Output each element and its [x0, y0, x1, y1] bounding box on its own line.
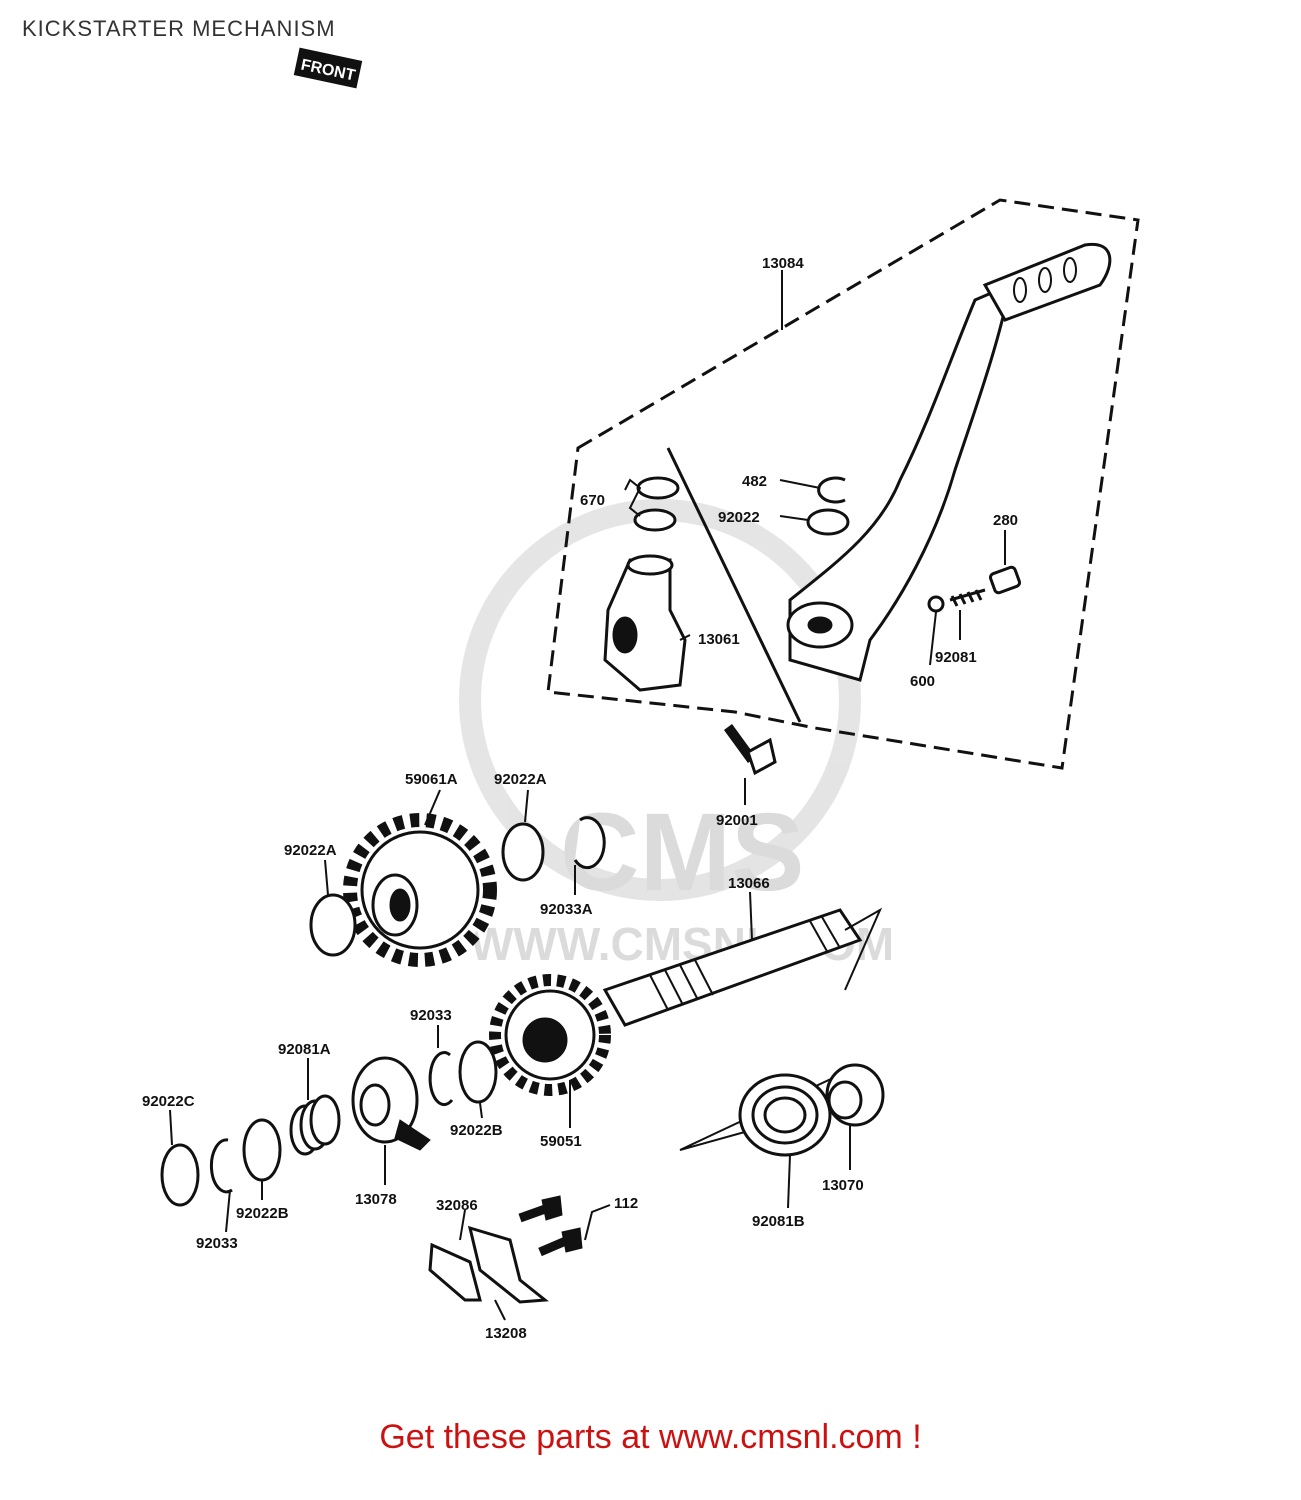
label-59061A: 59061A — [405, 771, 458, 788]
label-112: 112 — [614, 1195, 638, 1212]
label-92033-low: 92033 — [196, 1235, 238, 1252]
label-92022: 92022 — [718, 509, 760, 526]
leader-lines — [169, 270, 1006, 1321]
label-92033A: 92033A — [540, 901, 593, 918]
washer-92022B-mid — [458, 1040, 498, 1104]
label-59051: 59051 — [540, 1133, 582, 1150]
washer-92022C — [160, 1143, 200, 1207]
label-92022B-low: 92022B — [236, 1205, 289, 1222]
label-92022A-top: 92022A — [494, 771, 547, 788]
label-92022C: 92022C — [142, 1093, 195, 1110]
label-92081A: 92081A — [278, 1041, 331, 1058]
label-92001: 92001 — [716, 812, 758, 829]
label-482: 482 — [742, 473, 767, 490]
bolts-112 — [518, 1195, 583, 1257]
circlip-670-upper — [636, 476, 680, 500]
circlip-92033-mid — [428, 1051, 454, 1107]
label-13084: 13084 — [762, 255, 804, 272]
plates-13208 — [428, 1225, 549, 1304]
label-13208: 13208 — [485, 1325, 527, 1342]
spring-holder-13070 — [825, 1063, 885, 1127]
washer-92022A-left — [309, 893, 357, 957]
label-13070: 13070 — [822, 1177, 864, 1194]
label-92081B: 92081B — [752, 1213, 805, 1230]
kick-pedal-arm — [786, 242, 1112, 682]
label-13061: 13061 — [698, 631, 740, 648]
label-670: 670 — [580, 492, 605, 509]
circlip-670-lower — [633, 508, 677, 532]
footer-shop-link[interactable]: Get these parts at www.cmsnl.com ! — [379, 1418, 922, 1456]
circlip-482 — [817, 476, 846, 504]
front-direction-marker: FRONT — [293, 47, 363, 89]
pedal-pivot-boss — [603, 554, 687, 692]
label-92022B-mid: 92022B — [450, 1122, 503, 1139]
label-92022A-left: 92022A — [284, 842, 337, 859]
label-92033-mid: 92033 — [410, 1007, 452, 1024]
return-spring-92081B — [738, 1073, 832, 1157]
kick-shaft-13066 — [602, 908, 863, 1027]
circlip-92033-low — [209, 1138, 233, 1194]
circlip-92033A — [573, 816, 606, 870]
washer-92022 — [806, 508, 850, 536]
ratchet-13078 — [351, 1056, 431, 1151]
gear-59051 — [489, 974, 611, 1096]
gear-59061A — [343, 813, 497, 967]
label-600: 600 — [910, 673, 935, 690]
washer-92022B-low — [242, 1118, 282, 1182]
shaft-indicator-line — [844, 907, 883, 991]
boundary-divider — [666, 447, 802, 723]
page-title: KICKSTARTER MECHANISM — [22, 16, 336, 41]
label-92081: 92081 — [935, 649, 977, 666]
label-13078: 13078 — [355, 1191, 397, 1208]
cap-280 — [988, 565, 1022, 595]
spring-92081A — [289, 1094, 341, 1156]
label-280: 280 — [993, 512, 1018, 529]
label-32086: 32086 — [436, 1197, 478, 1214]
label-13066: 13066 — [728, 875, 770, 892]
washer-92022A-top — [501, 822, 545, 882]
bolt-92001 — [723, 724, 777, 776]
kick-pedal-grip — [982, 242, 1112, 322]
ball-600 — [927, 595, 945, 613]
kick-pedal-boundary — [546, 198, 1140, 770]
spring-92081 — [949, 588, 986, 607]
